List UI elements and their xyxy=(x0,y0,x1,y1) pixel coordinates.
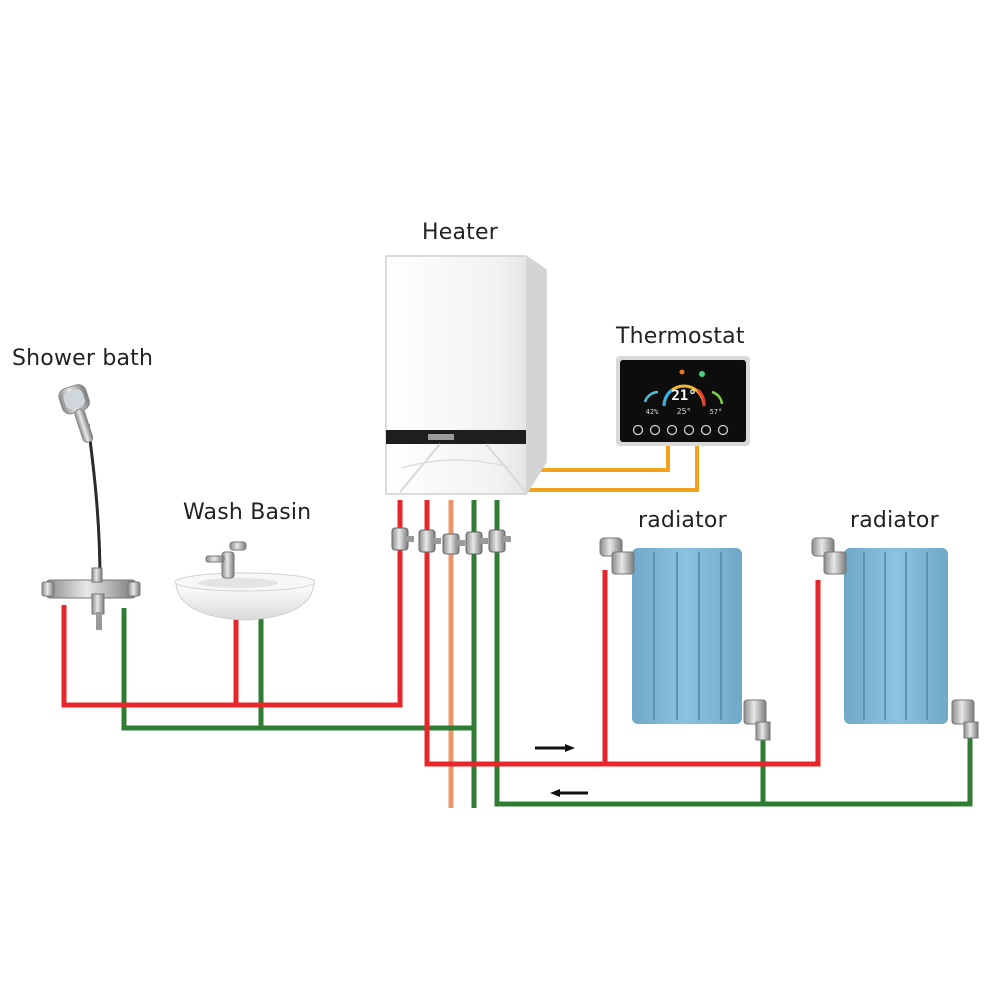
flame-icon xyxy=(679,369,685,375)
flow-arrow-left-icon xyxy=(550,789,588,797)
power-icon xyxy=(632,424,644,436)
thermostat-floor-temp: 57° xyxy=(710,408,723,416)
shower-bath-label: Shower bath xyxy=(12,346,154,371)
thermostat-humidity: 42% xyxy=(646,408,659,416)
flow-pipe-radiators xyxy=(424,500,821,767)
thermostat-device: 21° 25° 42% 57° xyxy=(616,356,750,446)
wifi-icon xyxy=(699,371,705,377)
down-icon xyxy=(700,424,712,436)
shower-head-icon xyxy=(58,384,94,443)
thermostat-set-temp: 21° xyxy=(671,388,696,404)
heater-unit xyxy=(385,255,547,495)
signal-wires xyxy=(522,445,699,492)
flow-arrows xyxy=(535,744,588,797)
return-pipe-radiators xyxy=(494,500,973,807)
radiator-1-label: radiator xyxy=(638,508,727,533)
radiator-2-label: radiator xyxy=(850,508,939,533)
mode-icon xyxy=(649,424,661,436)
heater-control-strip xyxy=(386,430,526,444)
thermostat-room-temp: 25° xyxy=(677,407,691,416)
up-icon xyxy=(683,424,695,436)
clock-icon xyxy=(666,424,678,436)
flow-arrow-right-icon xyxy=(535,744,575,752)
wash-basin xyxy=(174,541,316,621)
wash-basin-label: Wash Basin xyxy=(183,500,312,525)
menu-icon xyxy=(717,424,729,436)
radiator-1 xyxy=(599,537,771,741)
thermostat-label: Thermostat xyxy=(616,324,745,349)
radiator-2-lockshield-valve xyxy=(951,699,975,725)
shower-fixture xyxy=(41,384,141,630)
heater-label: Heater xyxy=(422,220,498,245)
return-pipe-shower-basin xyxy=(121,608,474,731)
radiator-1-lockshield-valve xyxy=(743,699,767,725)
faucet-icon xyxy=(205,541,247,579)
radiator-2 xyxy=(811,537,979,739)
heater-valves xyxy=(391,527,511,555)
hot-water-pipe xyxy=(61,500,403,708)
thermostat-touch-buttons xyxy=(632,424,729,436)
